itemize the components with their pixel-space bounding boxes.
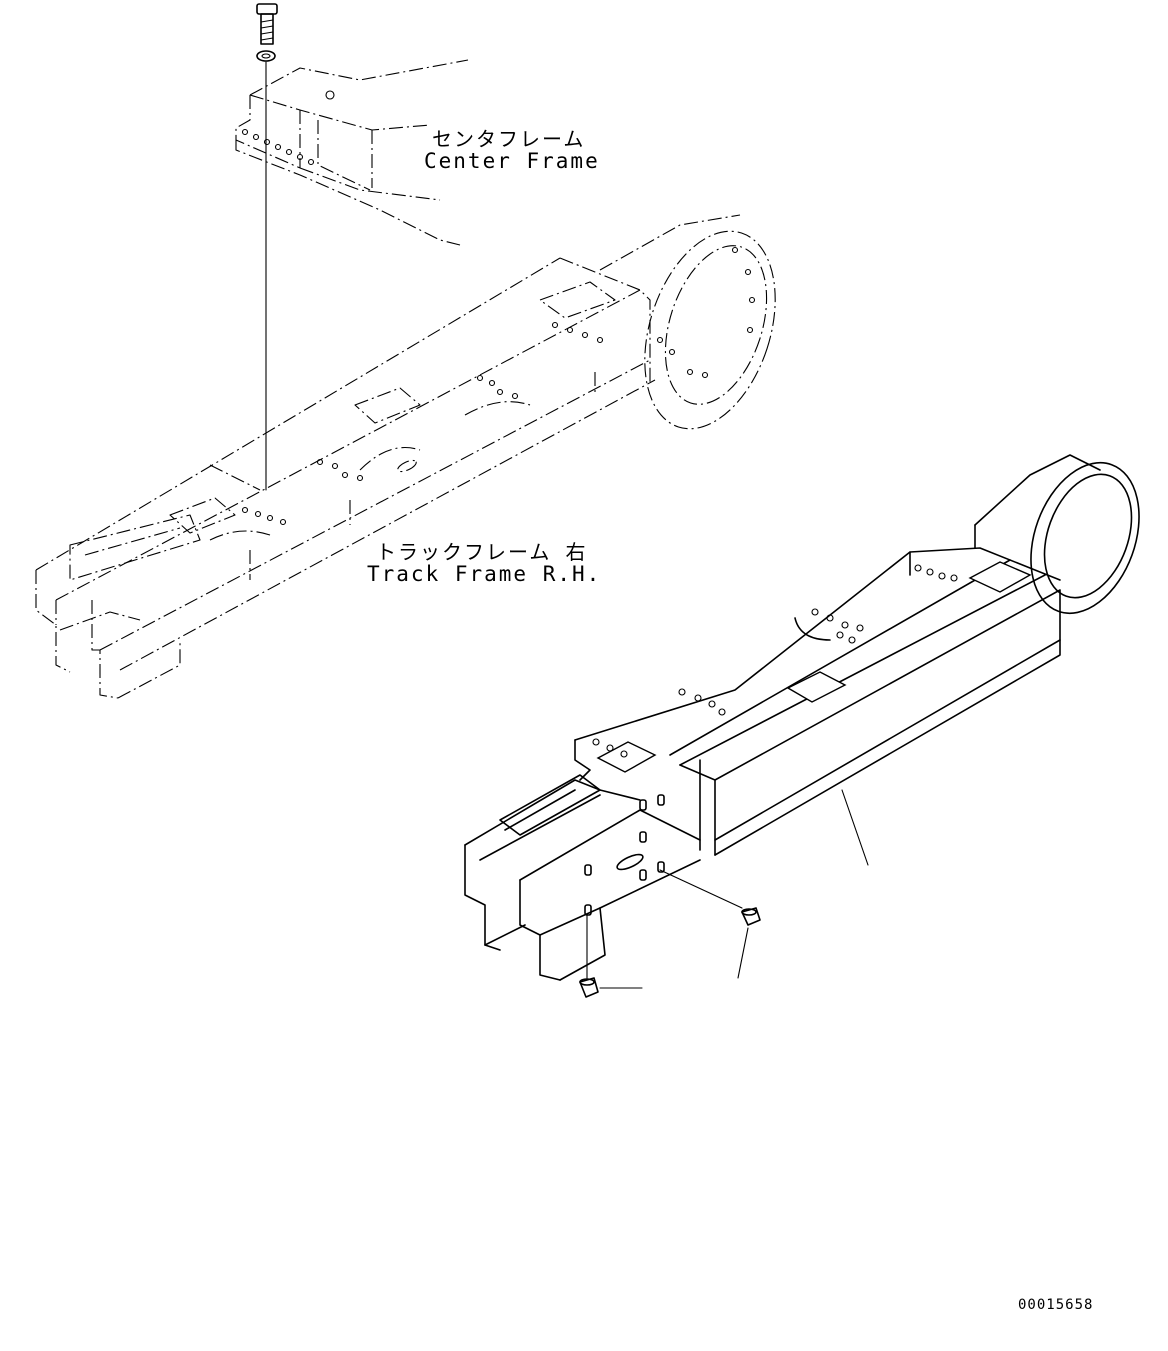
track-frame-label-jp: トラックフレーム 右 bbox=[376, 540, 588, 564]
washer-part bbox=[256, 50, 276, 62]
track-frame-label-en: Track Frame R.H. bbox=[367, 562, 602, 586]
plug-1-leader-line bbox=[659, 869, 743, 909]
track-frame-solid bbox=[464, 454, 1140, 981]
center-frame-outline bbox=[235, 59, 469, 246]
track-frame-outline-dashed bbox=[35, 214, 776, 699]
center-frame-label-jp: センタフレーム bbox=[432, 127, 586, 151]
plug-1-ref-line bbox=[737, 927, 749, 979]
bolt-part bbox=[256, 3, 278, 45]
center-frame-label-en: Center Frame bbox=[424, 149, 600, 173]
track-frame-bolt-holes-dashed bbox=[241, 246, 756, 526]
plug-part-1 bbox=[741, 907, 761, 926]
track-frame-leader-line bbox=[841, 789, 869, 866]
drawing-number: 00015658 bbox=[1018, 1297, 1094, 1313]
plug-part-2 bbox=[579, 977, 599, 998]
